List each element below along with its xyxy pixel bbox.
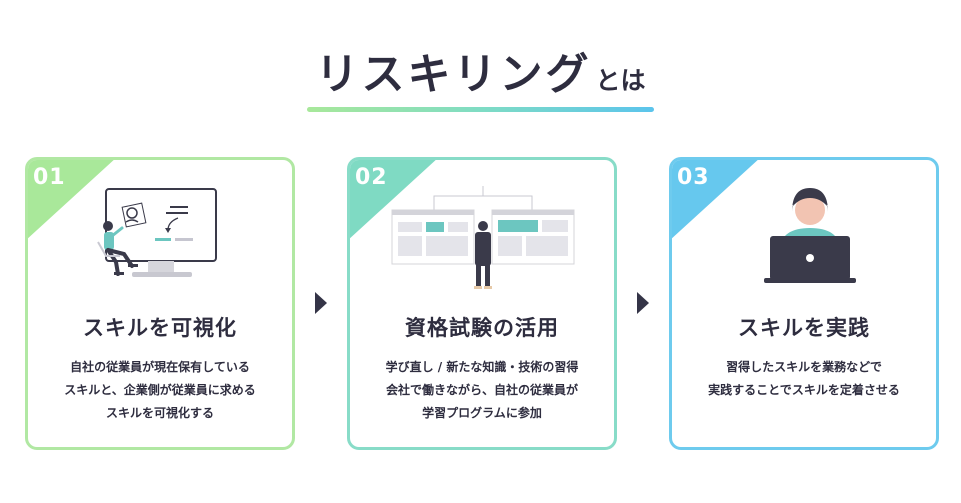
card-number: 02 [355, 165, 388, 190]
card-number: 01 [33, 165, 66, 190]
card-title: スキルを可視化 [83, 316, 237, 340]
description-line: 学習プログラムに参加 [422, 406, 542, 420]
card-title: スキルを実践 [738, 316, 870, 340]
person-facing-screens-illustration [350, 180, 614, 290]
description-line: 実践することでスキルを定着させる [708, 383, 900, 397]
card-description: 習得したスキルを業務などで 実践することでスキルを定着させる [672, 356, 936, 402]
description-line: スキルと、企業側が従業員に求める [64, 383, 256, 397]
chevron-right-icon [315, 292, 327, 314]
description-line: 学び直し / 新たな知識・技術の習得 [385, 360, 579, 374]
page-title: リスキリング [315, 50, 592, 100]
page-title-suffix: とは [595, 66, 646, 95]
title-underline [307, 107, 654, 112]
card-number-badge: 02 [350, 160, 439, 241]
description-line: 自社の従業員が現在保有している [70, 360, 250, 374]
card-number: 03 [677, 165, 710, 190]
card-number-badge: 03 [672, 160, 761, 241]
title-block: リスキリングとは [307, 40, 654, 112]
card-description: 自社の従業員が現在保有している スキルと、企業側が従業員に求める スキルを可視化… [28, 356, 292, 425]
description-line: スキルを可視化する [105, 406, 214, 420]
description-line: 会社で働きながら、自社の従業員が [385, 383, 578, 397]
chevron-right-icon [637, 292, 649, 314]
card-title: 資格試験の活用 [405, 316, 559, 340]
card-skill-practice: 03 スキルを実践 習得したスキルを業務などで 実践することでスキルを定着させる [669, 157, 939, 450]
card-number-badge: 01 [28, 160, 117, 241]
person-with-laptop-illustration [672, 180, 936, 290]
card-certification-exam: 02 資 [347, 157, 617, 450]
description-line: 習得したスキルを業務などで [726, 360, 882, 374]
person-viewing-monitor-illustration [28, 180, 292, 290]
card-skill-visualization: 01 スキルを可視化 [25, 157, 295, 450]
page-header: リスキリングとは [0, 40, 961, 112]
card-description: 学び直し / 新たな知識・技術の習得 会社で働きながら、自社の従業員が 学習プロ… [350, 356, 614, 425]
